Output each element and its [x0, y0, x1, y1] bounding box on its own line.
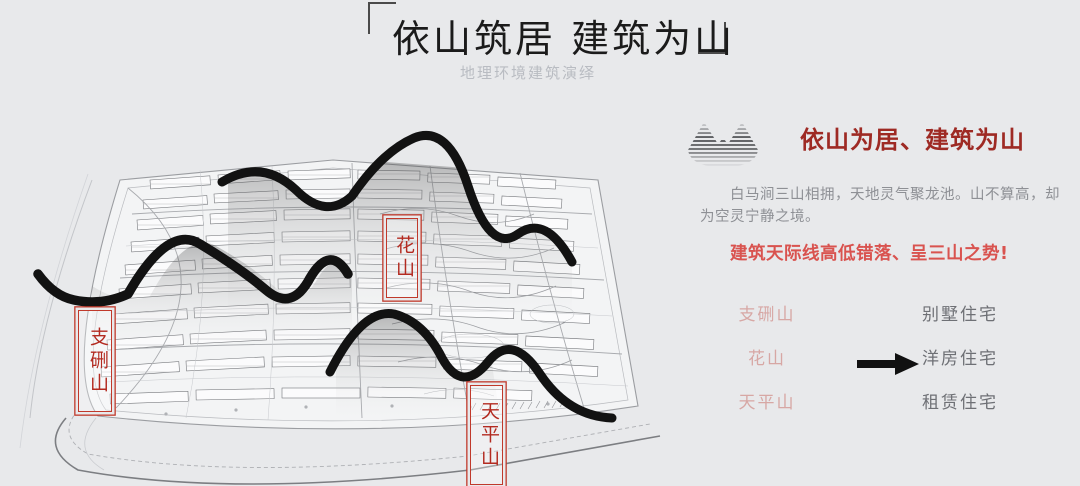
mountain-name: 天平山 — [738, 393, 796, 413]
right-info-panel: 依山为居、建筑为山 白马涧三山相拥，天地灵气聚龙池。山不算高，却为空灵宁静之境。… — [672, 104, 1072, 434]
table-row: 花山 洋房住宅 — [672, 344, 1072, 384]
bracket-top-left-icon — [368, 2, 396, 34]
title-block: 依山筑居 建筑为山 地理环境建筑演绎 — [360, 2, 760, 94]
panel-headline: 依山为居、建筑为山 — [800, 125, 1025, 154]
bracket-bottom-right-icon — [698, 22, 726, 54]
product-type: 别墅住宅 — [922, 305, 998, 325]
product-type: 洋房住宅 — [922, 349, 998, 369]
site-plan-drawing-icon — [19, 130, 661, 485]
map-label-zhixingshan: 支硎山 — [78, 310, 112, 412]
map-label-tianpingshan: 天平山 — [470, 385, 503, 485]
mountain-name: 花山 — [748, 349, 786, 369]
product-type: 租赁住宅 — [922, 393, 998, 413]
map-label-huashan: 花山 — [386, 218, 418, 298]
twin-peak-mountain-logo-icon — [688, 122, 758, 168]
mountain-name: 支硎山 — [738, 305, 796, 325]
mountain-product-mapping-table: 支硎山 别墅住宅 花山 洋房住宅 天平山 租赁住宅 — [672, 300, 1072, 420]
panel-emphasis-text: 建筑天际线高低错落、呈三山之势! — [730, 244, 1009, 264]
site-plan-map: 支硎山 花山 天平山 — [0, 118, 670, 486]
table-row: 天平山 租赁住宅 — [672, 388, 1072, 428]
panel-body-text: 白马涧三山相拥，天地灵气聚龙池。山不算高，却为空灵宁静之境。 — [700, 187, 1060, 226]
mountain-skyline-curves — [33, 130, 617, 423]
table-row: 支硎山 别墅住宅 — [672, 300, 1072, 340]
page-title: 依山筑居 建筑为山 — [392, 17, 736, 61]
page-subtitle: 地理环境建筑演绎 — [460, 64, 597, 82]
right-arrow-icon — [855, 350, 921, 378]
